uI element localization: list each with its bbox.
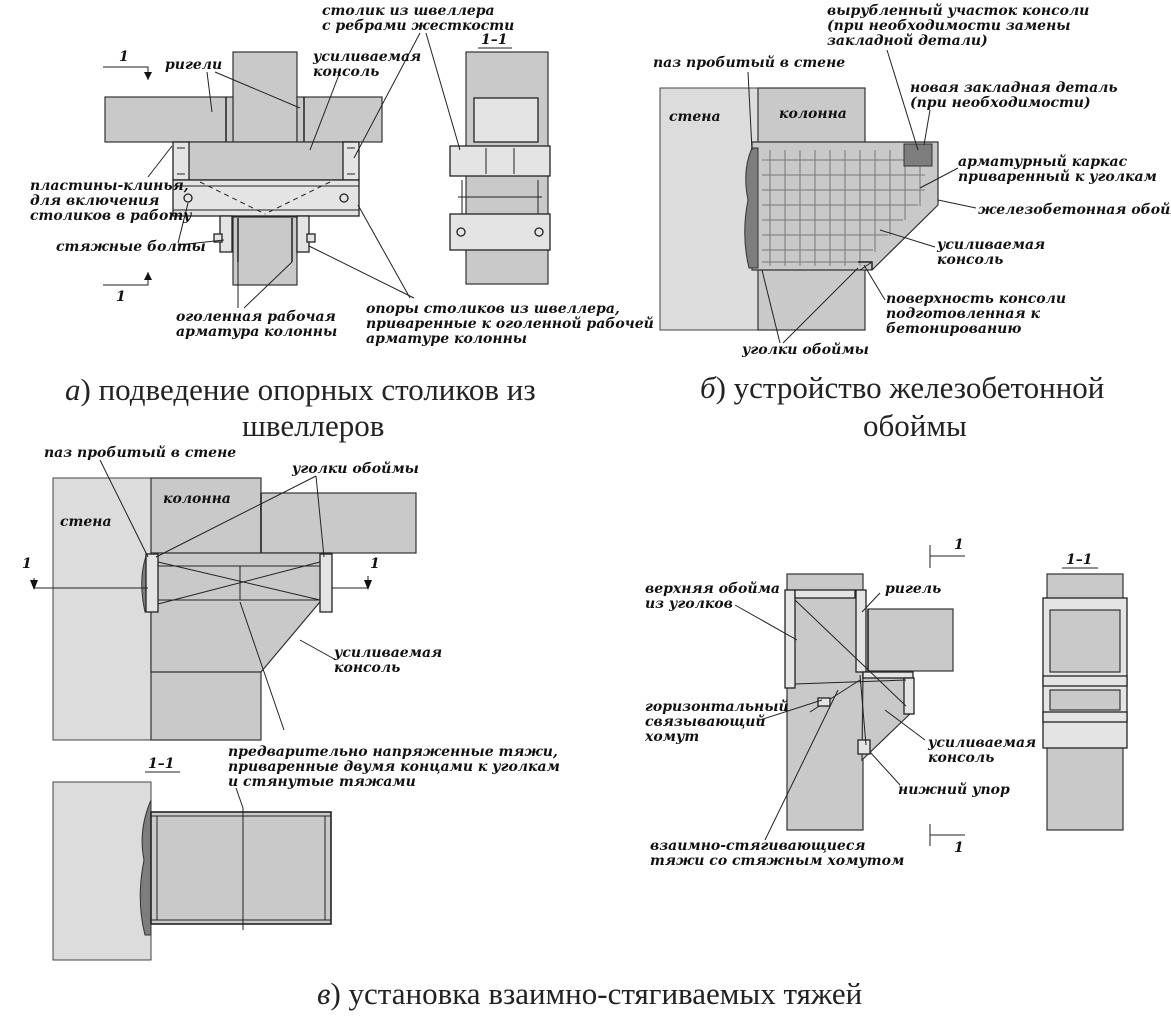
label-zaklad-2: (при необходимости) (910, 95, 1091, 111)
rebar-mesh (762, 150, 925, 266)
label-stolik-2: с ребрами жесткости (322, 18, 514, 34)
caption-v: в) установка взаимно-стягиваемых тяжей (317, 976, 862, 1011)
label-vyrub-1: вырубленный участок консоли (827, 2, 1089, 19)
label-homut-3: хомут (644, 729, 699, 745)
label-ugolki-v: уголки обоймы (291, 460, 419, 477)
label-armatura-2: арматура колонны (176, 324, 337, 340)
column-a-top (232, 51, 298, 143)
channel-band (172, 179, 360, 217)
label-paz-b: паз пробитый в стене (653, 54, 845, 71)
label-zaklad-1: новая закладная деталь (910, 80, 1118, 96)
section-a-stand (449, 145, 551, 177)
caption-a-line2: швеллеров (242, 408, 384, 443)
wall-v (52, 477, 152, 741)
label-konsol-g-2: консоль (928, 750, 994, 766)
caption-a-line1: а) подведение опорных столиков из (65, 372, 536, 407)
label-tyazhi-g-2: тяжи со стяжным хомутом (650, 853, 904, 869)
label-plastiny-1: пластины-клинья, (30, 178, 189, 194)
label-konsol-a-2: консоль (313, 64, 379, 80)
label-opory-2: приваренные к оголенной рабочей (366, 315, 654, 332)
label-tyazhi-v-3: и стянутые тяжами (228, 774, 416, 790)
section-g-title: 1–1 (1066, 552, 1092, 568)
label-tyazhi-v-2: приваренные двумя концами к уголкам (228, 759, 560, 775)
angle-upper-left-g (784, 589, 796, 689)
section-mark-v-left: 1 (22, 556, 32, 572)
wall-b (659, 87, 759, 331)
label-kolonna-b: колонна (779, 106, 847, 122)
label-stolik-1: столик из швеллера (322, 3, 495, 19)
label-karkas-2: приваренный к уголкам (958, 168, 1157, 185)
section-mark-a-bottom: 1 (116, 289, 126, 305)
panel-v: стена колонна 1 1 паз пробитый в стене у… (22, 444, 862, 1011)
new-embedded-part (903, 143, 933, 167)
label-verh-1: верхняя обойма (645, 580, 780, 597)
label-vyrub-3: закладной детали) (827, 32, 988, 49)
section-mark-g-top: 1 (954, 537, 964, 553)
panel-g: 1 1 верхняя обойма из уголков ригель гор… (644, 537, 1128, 869)
label-armatura-1: оголенная рабочая (176, 309, 336, 325)
caption-a-letter: а (65, 372, 81, 407)
label-rigel: ригель (885, 581, 941, 597)
wall-groove-b (744, 147, 759, 269)
label-upor: нижний упор (898, 781, 1010, 798)
label-konsol-a-1: усиливаемая (312, 49, 421, 65)
section-a-title: 1–1 (481, 32, 507, 48)
console-v (150, 552, 331, 673)
beam-v (260, 492, 417, 554)
caption-a-text: ) подведение опорных столиков из (81, 372, 536, 407)
label-vyrub-2: (при необходимости замены (827, 18, 1071, 34)
label-bolty: стяжные болты (56, 239, 206, 255)
label-plastiny-2: для включения (30, 193, 159, 209)
label-konsol-b-1: усиливаемая (936, 237, 1045, 253)
label-homut-1: горизонтальный (645, 698, 789, 715)
lower-stop-g (857, 739, 871, 755)
section-mark-v-right: 1 (370, 556, 380, 572)
label-ugolki-b: уголки обоймы (741, 341, 869, 358)
label-paz-v: паз пробитый в стене (44, 444, 236, 461)
label-konsol-v-2: консоль (334, 660, 400, 676)
label-stena-b: стена (669, 109, 721, 125)
label-poverh-1: поверхность консоли (886, 291, 1066, 307)
beam-right (296, 96, 383, 143)
section-mark-a-top: 1 (119, 49, 129, 65)
label-verh-2: из уголков (645, 596, 733, 612)
section-mark-g-bottom: 1 (954, 840, 964, 856)
caption-b-text: ) устройство железобетонной (716, 370, 1105, 405)
caption-b-letter: б (700, 370, 717, 405)
section-v-title: 1–1 (148, 756, 174, 772)
label-opory-3: арматуре колонны (366, 331, 527, 347)
caption-b-line1: б) устройство железобетонной (700, 370, 1104, 405)
angle-left-v (145, 553, 159, 613)
label-kolonna-v: колонна (163, 491, 231, 507)
caption-v-text: ) установка взаимно-стягиваемых тяжей (330, 976, 862, 1011)
label-poverh-3: бетонированию (886, 321, 1021, 337)
label-karkas-1: арматурный каркас (958, 153, 1128, 170)
label-konsol-g-1: усиливаемая (927, 735, 1036, 751)
panel-b: стена колонна паз пробитый (653, 2, 1171, 443)
console-a (187, 141, 356, 181)
label-konsol-b-2: консоль (937, 252, 1003, 268)
beam-left (104, 96, 234, 143)
label-poverh-2: подготовленная к (886, 306, 1040, 322)
section-v-console (150, 811, 332, 925)
label-rigeli: ригели (165, 57, 222, 73)
rigel-g (867, 608, 954, 672)
label-konsol-v-1: усиливаемая (333, 645, 442, 661)
section-v-wall (52, 781, 152, 961)
label-oboima: железобетонная обойма (978, 201, 1171, 218)
label-tyazhi-g-1: взаимно-стягивающиеся (650, 838, 866, 854)
label-opory-1: опоры столиков из швеллера, (366, 301, 620, 317)
section-a-band (449, 213, 551, 251)
angle-right-v (319, 553, 333, 613)
label-plastiny-3: столиков в работу (30, 208, 192, 224)
label-tyazhi-v-1: предварительно напряженные тяжи, (228, 744, 558, 760)
panel-a: 1 1 1–1 ригели столик из швеллера с ребр… (30, 3, 654, 443)
column-a-bottom (232, 216, 298, 286)
label-homut-2: связывающий (645, 713, 766, 730)
caption-v-letter: в (317, 976, 330, 1011)
caption-b-line2: обоймы (863, 408, 967, 443)
label-stena-v: стена (60, 514, 112, 530)
